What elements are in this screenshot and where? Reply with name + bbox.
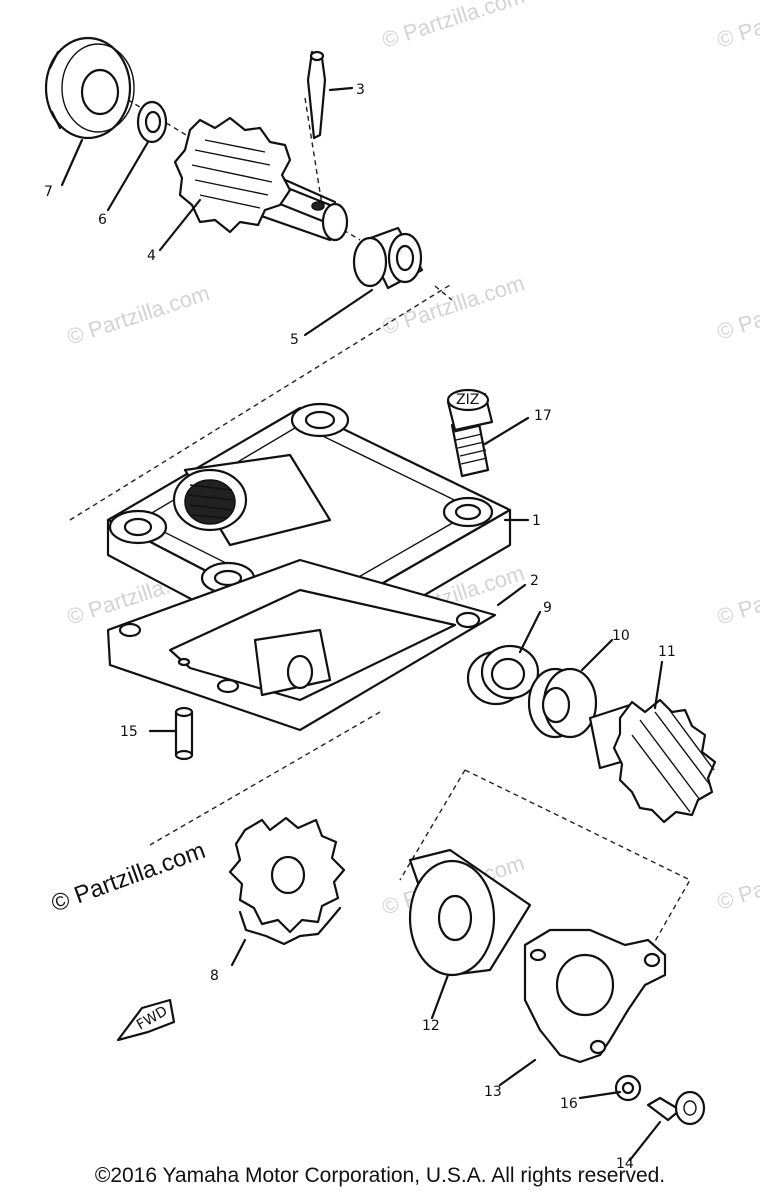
part-13-cover-plate — [523, 928, 667, 1064]
watermark-text: © Partzilla.com — [714, 275, 760, 345]
guide-line — [399, 769, 466, 881]
part-9-rotor — [466, 644, 540, 706]
part-10-rotor — [527, 667, 598, 739]
callout-16: 16 — [560, 1096, 578, 1112]
part-16-washer — [614, 1074, 642, 1102]
part-7-oil-seal — [44, 36, 135, 140]
part-17-bolt: ZIZ — [446, 388, 494, 478]
guide-line — [464, 769, 691, 1021]
part-8-gear — [228, 816, 346, 946]
part-15-dowel-pin — [174, 706, 194, 761]
leader-lines — [60, 86, 664, 1162]
callout-3: 3 — [356, 82, 365, 98]
callout-8: 8 — [210, 968, 219, 984]
callout-17: 17 — [534, 408, 552, 424]
callout-11: 11 — [658, 644, 676, 660]
callout-7: 7 — [44, 184, 53, 200]
part-1-pump-cover — [106, 402, 512, 664]
guide-line — [69, 284, 451, 521]
part-2-gasket — [106, 558, 497, 732]
callout-4: 4 — [147, 248, 156, 264]
callout-10: 10 — [612, 628, 630, 644]
part-3-cotter-pin — [306, 50, 327, 140]
watermark-text: © Partzilla.com — [714, 845, 760, 915]
bolt-head-marking: ZIZ — [456, 392, 479, 408]
part-14-screw — [646, 1090, 706, 1126]
callout-1: 1 — [532, 513, 541, 529]
callout-2: 2 — [530, 573, 539, 589]
part-11-drive-gear — [588, 698, 717, 824]
part-4-gear-shaft — [173, 116, 349, 242]
watermark-text: © Partzilla.com — [64, 280, 213, 350]
callout-5: 5 — [290, 332, 299, 348]
callout-6: 6 — [98, 212, 107, 228]
callout-14: 14 — [616, 1156, 634, 1172]
partzilla-watermark: © Partzilla.com — [48, 837, 209, 918]
part-6-washer — [136, 100, 168, 144]
callout-13: 13 — [484, 1084, 502, 1100]
watermark-text: © Partzilla.com — [714, 0, 760, 53]
callout-9: 9 — [543, 600, 552, 616]
callout-15: 15 — [120, 724, 138, 740]
callouts: 7 6 4 3 5 17 1 2 9 10 11 15 8 12 13 16 1… — [44, 82, 676, 1172]
guide-line — [304, 97, 323, 206]
part-12-disk — [408, 848, 532, 977]
guide-line — [434, 285, 453, 301]
callout-12: 12 — [422, 1018, 440, 1034]
copyright-notice: ©2016 Yamaha Motor Corporation, U.S.A. A… — [94, 1164, 666, 1187]
watermark-text: © Partzilla.com — [379, 0, 528, 53]
watermark-text: © Partzilla.com — [714, 560, 760, 630]
fwd-arrow-icon: FWD — [116, 998, 176, 1042]
part-5-collar — [352, 226, 424, 290]
